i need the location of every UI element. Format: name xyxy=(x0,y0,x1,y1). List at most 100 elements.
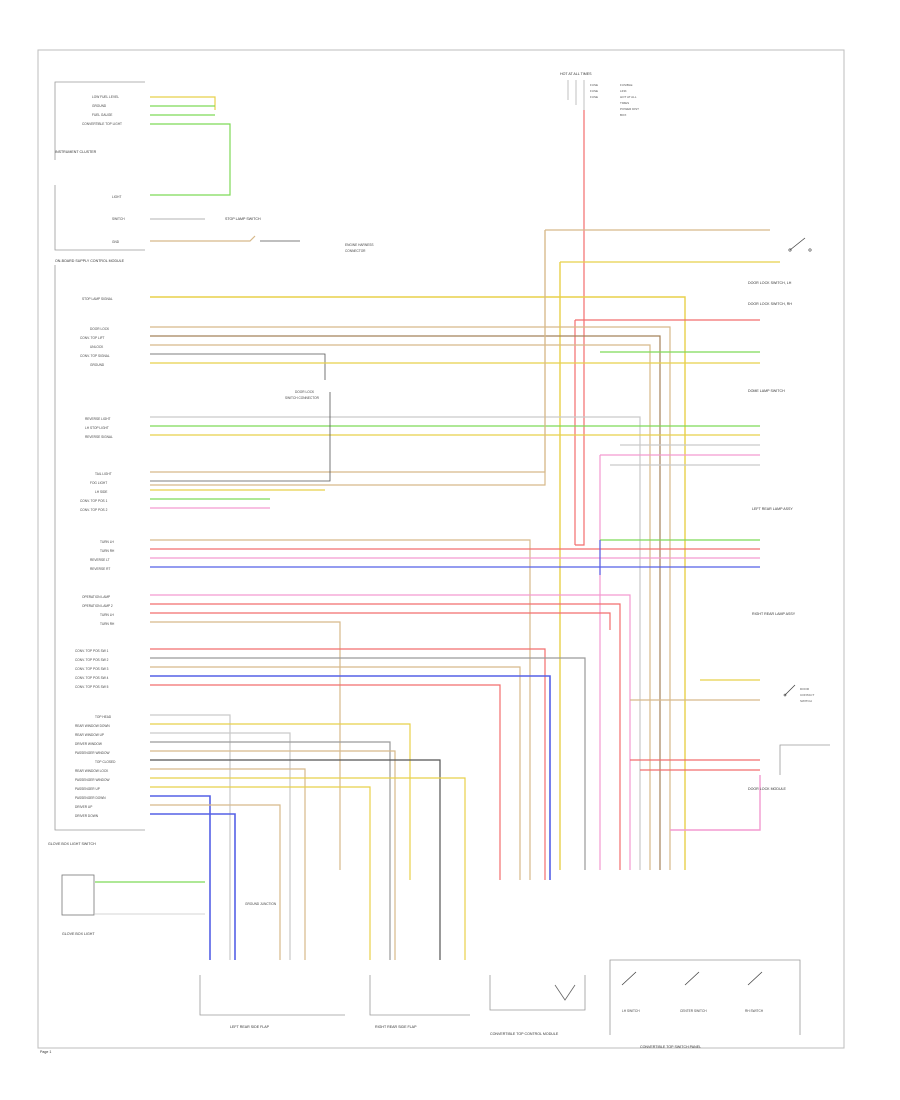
wire xyxy=(150,416,641,870)
diagram-frame xyxy=(37,49,845,1049)
svg-text:PASSENGER WINDOW: PASSENGER WINDOW xyxy=(75,751,109,755)
wire xyxy=(150,230,546,473)
wire xyxy=(150,786,371,960)
wire xyxy=(150,344,651,870)
svg-text:GROUND: GROUND xyxy=(92,104,107,108)
svg-text:FUEL GAUGE: FUEL GAUGE xyxy=(92,113,112,117)
svg-text:FUSE: FUSE xyxy=(590,95,598,99)
dome-center-label: DOOR LOCK xyxy=(295,390,315,394)
right-tail-sub-box xyxy=(369,975,470,1016)
page-number: Page 1 xyxy=(40,1050,51,1054)
svg-text:REVERSE SIGNAL: REVERSE SIGNAL xyxy=(85,435,113,439)
wire xyxy=(150,235,256,242)
svg-text:CONV. TOP POS SW 5: CONV. TOP POS SW 5 xyxy=(75,685,109,689)
svg-text:STOP LAMP SIGNAL: STOP LAMP SIGNAL xyxy=(82,297,113,301)
wire xyxy=(150,804,281,960)
wire xyxy=(150,741,391,960)
left-tail-sub-box xyxy=(199,975,345,1016)
door-lamp-module-box xyxy=(779,744,830,775)
svg-text:CONV. TOP SIGNAL: CONV. TOP SIGNAL xyxy=(80,354,110,358)
engine-harness-small-label-2: CONNECTOR xyxy=(345,249,366,253)
wire xyxy=(150,675,551,880)
wire xyxy=(150,612,611,630)
wire xyxy=(150,750,396,960)
wire xyxy=(150,594,631,870)
svg-text:REVERSE RT: REVERSE RT xyxy=(90,567,110,571)
ground-symbol xyxy=(554,984,576,1001)
svg-text:DRIVER UP: DRIVER UP xyxy=(75,805,92,809)
svg-text:GND: GND xyxy=(112,240,120,244)
svg-text:CONV. TOP POS SW 3: CONV. TOP POS SW 3 xyxy=(75,667,109,671)
switch-a-label: LH SWITCH xyxy=(622,1009,640,1013)
wire xyxy=(150,714,231,960)
wire xyxy=(670,775,761,831)
wire xyxy=(150,230,546,486)
wire xyxy=(150,539,531,880)
svg-text:REAR WINDOW UP: REAR WINDOW UP xyxy=(75,733,104,737)
switch-c-label: RH SWITCH xyxy=(745,1009,764,1013)
wire xyxy=(150,666,521,880)
wire xyxy=(150,777,466,960)
svg-text:CONV. TOP POS SW 2: CONV. TOP POS SW 2 xyxy=(75,658,109,662)
wire xyxy=(150,759,441,960)
svg-text:TURN RH: TURN RH xyxy=(100,622,115,626)
switch-panel-box xyxy=(609,959,801,1035)
rear-harness-box xyxy=(489,975,586,1011)
left-rear-lamp-label: LEFT REAR LAMP ASSY xyxy=(752,507,793,511)
left-tail-sub-label: LEFT REAR SIDE FLAP xyxy=(230,1025,270,1029)
svg-text:DOOR LOCK: DOOR LOCK xyxy=(90,327,110,331)
top-power-fuses: FUSE FUSE FUSE FUSIBLE LINK HOT AT ALL T… xyxy=(567,80,639,117)
wire xyxy=(150,603,621,870)
svg-text:CONV. TOP POS SW 4: CONV. TOP POS SW 4 xyxy=(75,676,109,680)
stop-lamp-label: STOP LAMP SWITCH xyxy=(225,217,261,221)
svg-text:DOOR: DOOR xyxy=(800,687,810,691)
svg-text:TAIL LIGHT: TAIL LIGHT xyxy=(95,472,112,476)
wire xyxy=(150,684,501,880)
glove-box-light-body xyxy=(61,874,95,916)
wire xyxy=(150,648,546,880)
svg-text:LINK: LINK xyxy=(620,89,627,93)
wire xyxy=(150,392,331,482)
svg-text:LOW FUEL LEVEL: LOW FUEL LEVEL xyxy=(92,95,119,99)
svg-text:CONV. TOP POS 2: CONV. TOP POS 2 xyxy=(80,508,108,512)
svg-text:SWITCH: SWITCH xyxy=(112,217,125,221)
svg-text:REVERSE LIGHT: REVERSE LIGHT xyxy=(85,417,111,421)
svg-text:CONV. TOP POS SW 1: CONV. TOP POS SW 1 xyxy=(75,649,109,653)
svg-text:PASSENGER UP: PASSENGER UP xyxy=(75,787,100,791)
svg-text:LH STOP LIGHT: LH STOP LIGHT xyxy=(85,426,109,430)
instrument-cluster-box xyxy=(54,81,145,251)
svg-text:CONV. TOP POS 1: CONV. TOP POS 1 xyxy=(80,499,108,503)
svg-text:PASSENGER DOWN: PASSENGER DOWN xyxy=(75,796,106,800)
svg-text:DRIVER DOWN: DRIVER DOWN xyxy=(75,814,99,818)
supply-module-label: ON-BOARD SUPPLY CONTROL MODULE xyxy=(55,259,125,263)
wire xyxy=(150,335,661,870)
svg-text:TURN LH: TURN LH xyxy=(100,540,115,544)
svg-text:POWER DIST: POWER DIST xyxy=(620,107,639,111)
svg-text:SWITCH: SWITCH xyxy=(800,699,812,703)
svg-text:UNLOCK: UNLOCK xyxy=(90,345,104,349)
right-rear-lamp-label: RIGHT REAR LAMP ASSY xyxy=(752,612,796,616)
door-lock-switch-lh-label: DOOR LOCK SWITCH, LH xyxy=(748,281,792,285)
svg-text:TOP CLOSED: TOP CLOSED xyxy=(95,760,116,764)
wire xyxy=(150,723,411,880)
svg-text:GROUND: GROUND xyxy=(90,363,105,367)
dome-center-label-2: SWITCH CONNECTOR xyxy=(285,396,320,400)
svg-text:OPERATION LAMP 2: OPERATION LAMP 2 xyxy=(82,604,113,608)
svg-text:TIMES: TIMES xyxy=(620,101,629,105)
svg-text:DRIVER WINDOW: DRIVER WINDOW xyxy=(75,742,102,746)
wire xyxy=(150,353,326,380)
switch-panel-switches xyxy=(621,971,763,986)
wire xyxy=(150,732,291,960)
svg-text:FUSE: FUSE xyxy=(590,89,598,93)
svg-text:CONVERTIBLE TOP LIGHT: CONVERTIBLE TOP LIGHT xyxy=(82,122,122,126)
svg-text:OPERATION LAMP: OPERATION LAMP xyxy=(82,595,110,599)
dome-switch-icon: DOOR CONTACT SWITCH xyxy=(783,684,814,703)
svg-text:PASSENGER WINDOW: PASSENGER WINDOW xyxy=(75,778,109,782)
wire xyxy=(150,326,671,870)
glove-box-switch-label: GLOVE BOX LIGHT SWITCH xyxy=(48,842,96,846)
module-pin-labels: STOP LAMP SIGNAL DOOR LOCK CONV. TOP LIF… xyxy=(75,297,116,818)
supply-module-box xyxy=(54,265,145,831)
switch-b-label: CENTER SWITCH xyxy=(680,1009,707,1013)
svg-text:CONV. TOP LIFT: CONV. TOP LIFT xyxy=(80,336,105,340)
